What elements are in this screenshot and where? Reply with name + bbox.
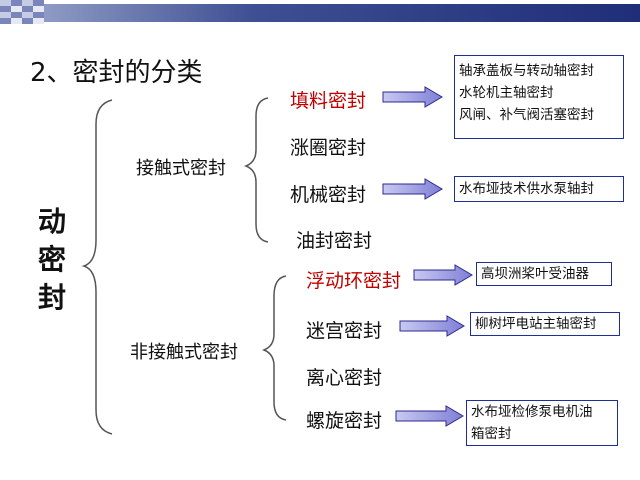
header-checker-pattern [0, 0, 44, 24]
examples-box-mechanical-seal: 水布垭技术供水泵轴封 [454, 176, 624, 202]
contact-brace [243, 97, 269, 243]
root-brace [81, 99, 113, 435]
example-text: 高坝洲桨叶受油器 [481, 266, 589, 282]
examples-box-spiral-seal: 水布垭检修泵电机油 箱密封 [466, 400, 618, 446]
header-bar [0, 0, 640, 24]
item-centrifugal-seal: 离心密封 [306, 367, 383, 389]
examples-box-labyrinth-seal: 柳树坪电站主轴密封 [470, 312, 620, 336]
example-text: 轴承盖板与转动轴密封 [459, 63, 594, 79]
item-mechanical-seal: 机械密封 [290, 184, 367, 206]
examples-box-floating-ring-seal: 高坝洲桨叶受油器 [476, 262, 612, 286]
item-labyrinth-seal: 迷宫密封 [306, 320, 383, 342]
example-text: 柳树坪电站主轴密封 [475, 316, 597, 332]
category-contact-seal: 接触式密封 [136, 158, 226, 179]
arrow-labyrinth-seal [399, 315, 465, 337]
arrow-spiral-seal [395, 405, 464, 427]
example-text: 水布垭技术供水泵轴封 [459, 181, 594, 197]
item-filler-seal: 填料密封 [290, 90, 367, 112]
arrow-mechanical-seal [382, 178, 443, 200]
example-text: 水布垭检修泵电机油 [471, 404, 593, 420]
examples-box-filler-seal: 轴承盖板与转动轴密封 水轮机主轴密封 风闸、补气阀活塞密封 [454, 55, 624, 139]
noncontact-brace [261, 275, 287, 421]
root-label: 动密封 [38, 205, 67, 314]
arrow-floating-ring-seal [413, 264, 473, 286]
item-floating-ring-seal: 浮动环密封 [306, 270, 402, 292]
example-text: 风闸、补气阀活塞密封 [459, 107, 594, 123]
slide-title: 2、密封的分类 [30, 58, 203, 88]
arrow-filler-seal [382, 86, 443, 108]
category-noncontact-seal: 非接触式密封 [130, 342, 238, 363]
item-spiral-seal: 螺旋密封 [306, 410, 383, 432]
item-oil-seal: 油封密封 [296, 230, 373, 252]
header-band [44, 4, 640, 22]
item-expanding-ring-seal: 涨圈密封 [290, 137, 367, 159]
example-text: 水轮机主轴密封 [459, 85, 554, 101]
example-text: 箱密封 [471, 426, 512, 442]
